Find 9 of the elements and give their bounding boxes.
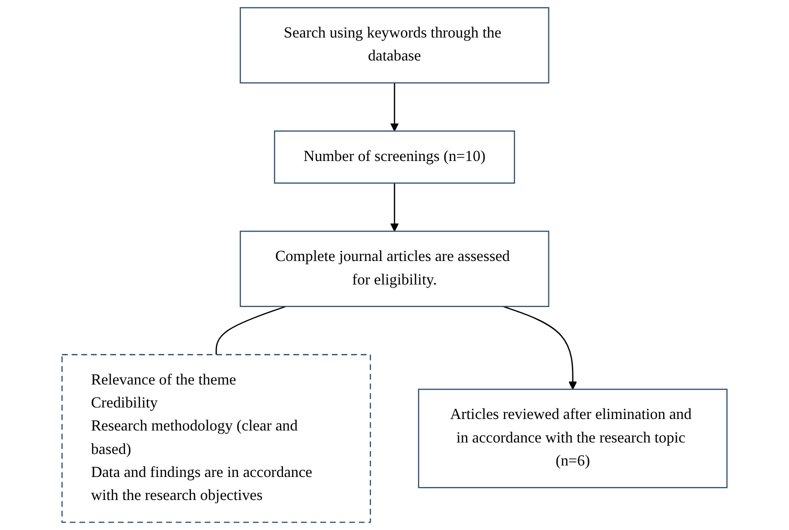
node-box: Search using keywords through the database (240, 7, 550, 84)
connector (216, 306, 286, 355)
arrow (390, 183, 399, 232)
node-box: Relevance of the theme Credibility Research methodology (clear and based) Data and findings are in accordance with the research objectives (61, 354, 371, 523)
node-box: Articles reviewed after elimination and in accordance with the research topic (n=6) (418, 388, 728, 488)
node-box: Complete journal articles are assessed for eligibility. (240, 230, 550, 308)
arrow (502, 306, 578, 390)
node-box: Number of screenings (n=10) (274, 130, 516, 184)
arrow (390, 82, 399, 132)
